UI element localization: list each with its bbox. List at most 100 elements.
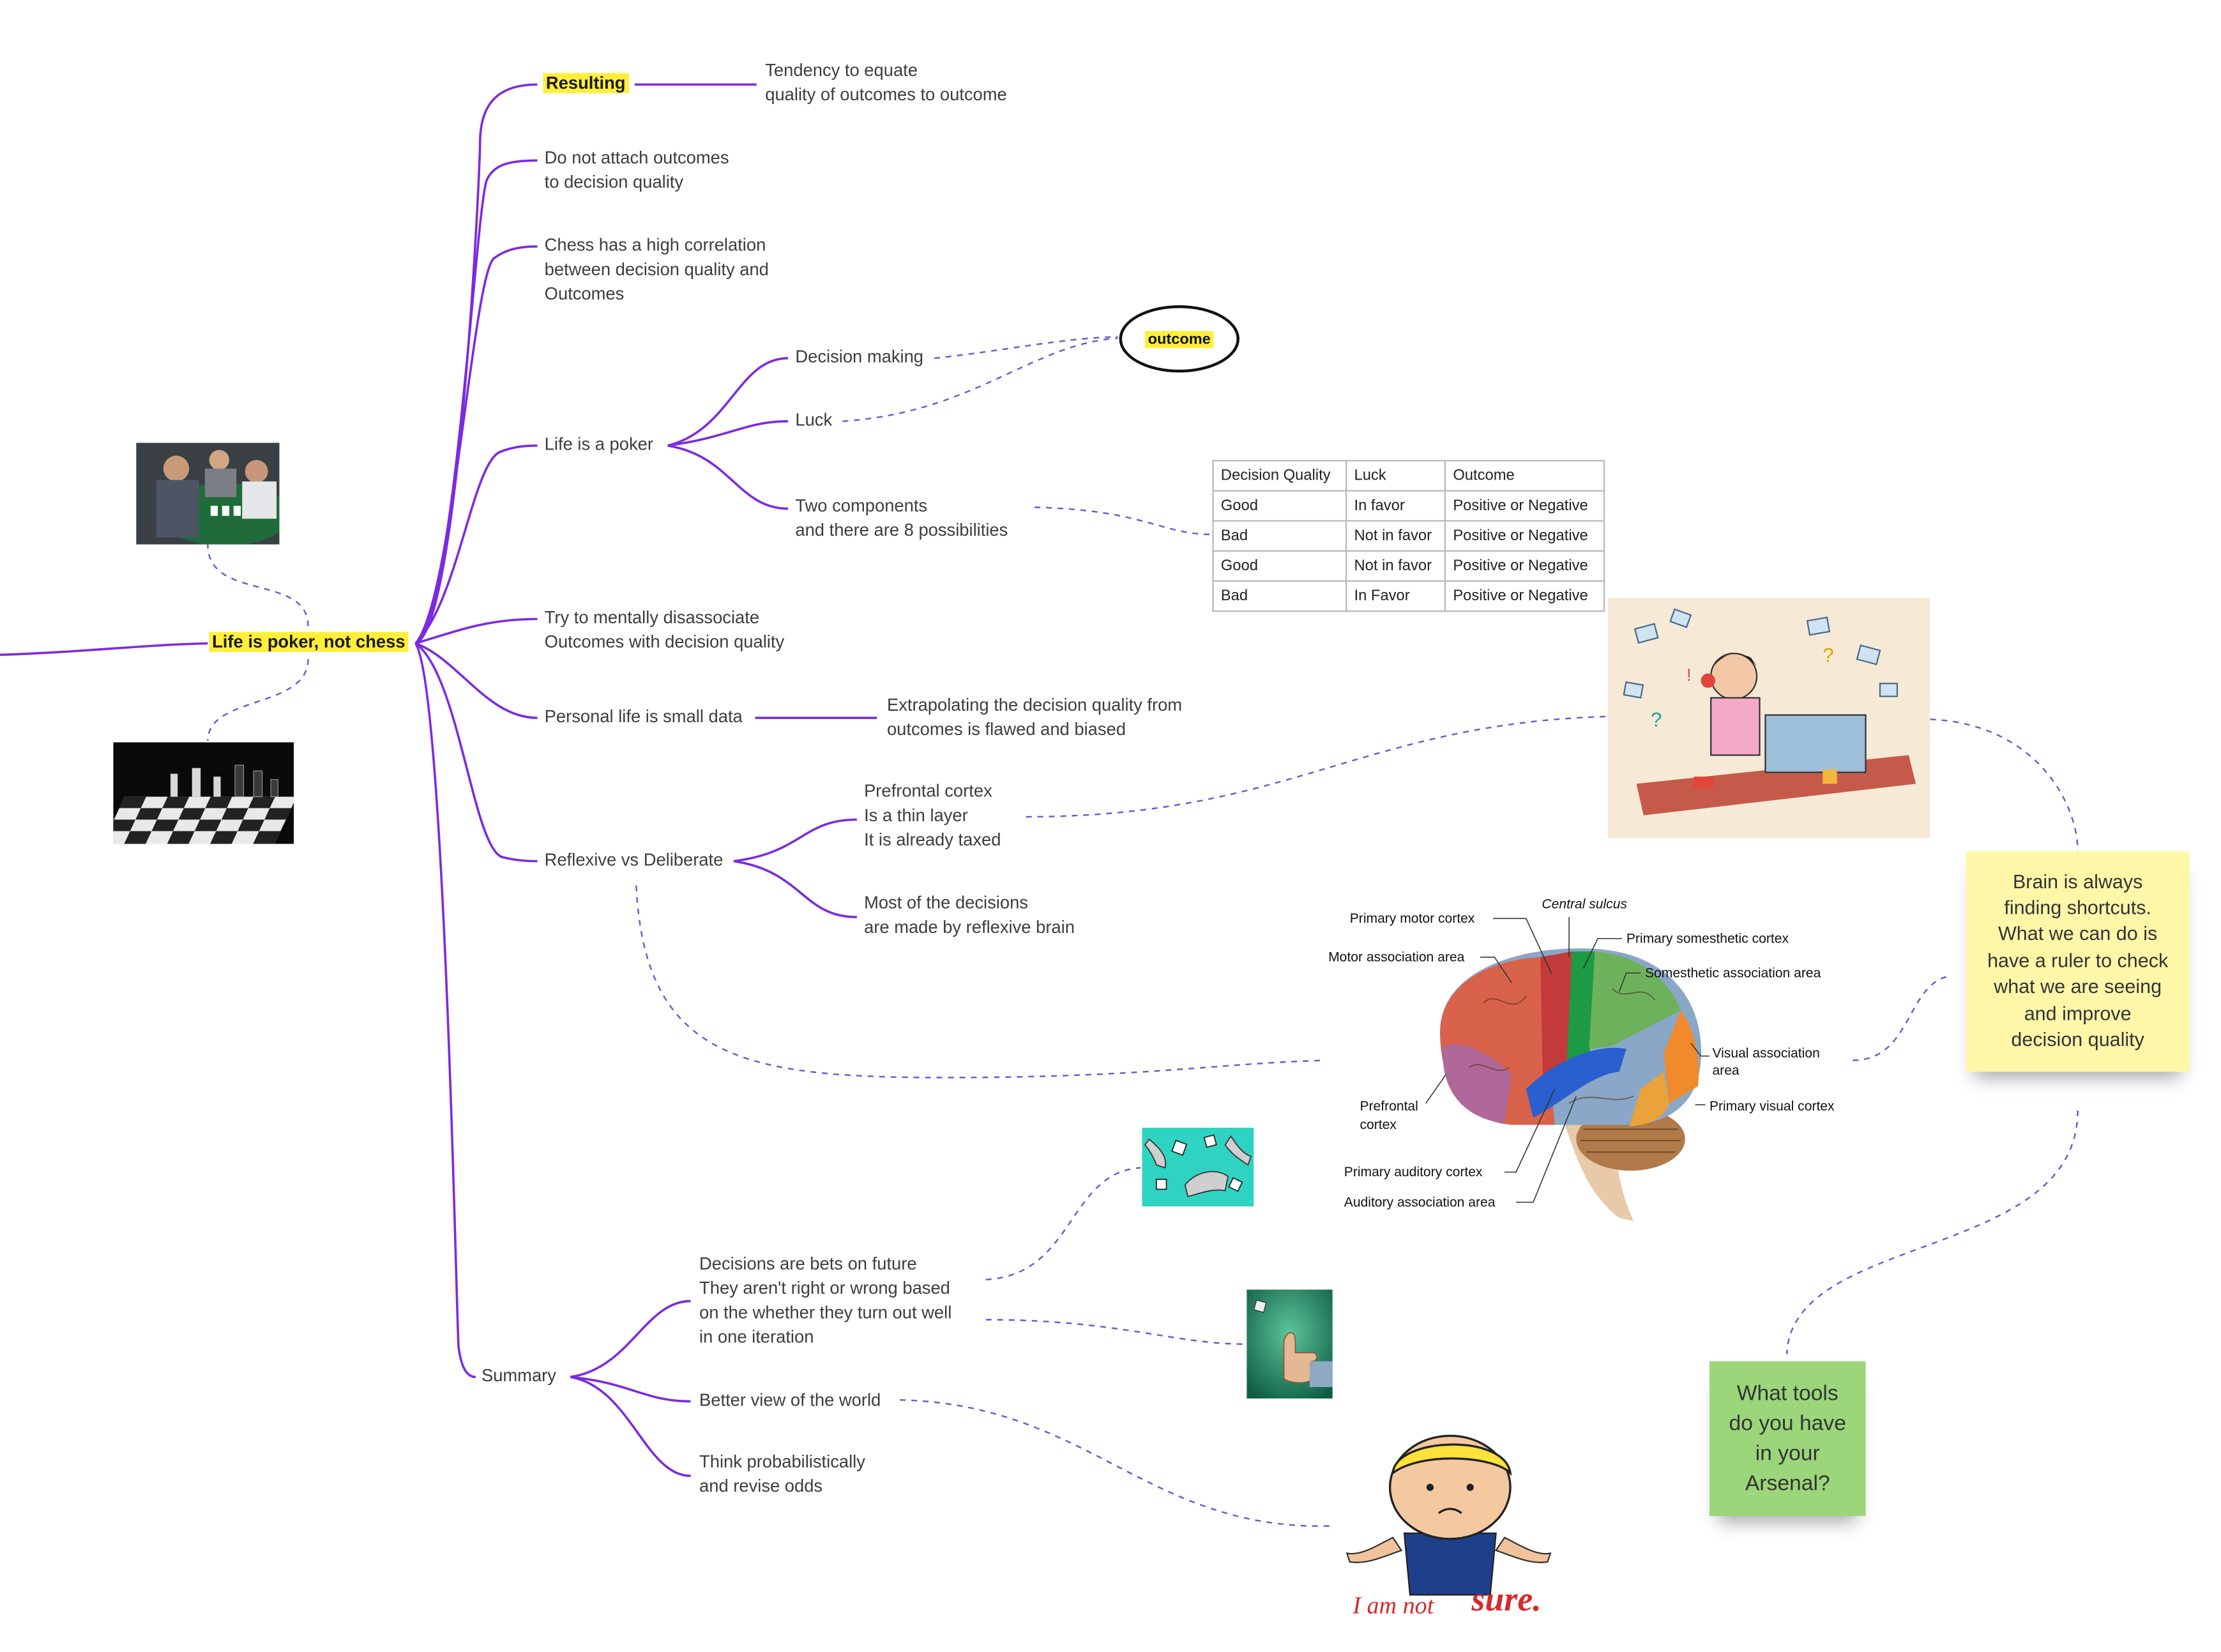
- node-resulting-detail[interactable]: Tendency to equate quality of outcomes t…: [765, 60, 1007, 105]
- busy-office-illustration[interactable]: ? ? !: [1607, 597, 1930, 838]
- leader-primary-motor: [1493, 918, 1552, 975]
- brain-label-somesthetic-assoc: Somesthetic association area: [1645, 966, 1821, 980]
- matrix-cell: Positive or Negative: [1444, 520, 1605, 552]
- brain-diagram[interactable]: Primary motor cortex Motor association a…: [1326, 888, 1856, 1225]
- matrix-cell: Not in favor: [1345, 520, 1446, 552]
- svg-text:?: ?: [1651, 709, 1662, 731]
- matrix-header-cell: Luck: [1345, 460, 1446, 492]
- branch-poker: [414, 444, 538, 644]
- resulting-label: Resulting: [543, 73, 629, 93]
- dash-sticky-green: [1785, 1110, 2079, 1354]
- matrix-cell: In favor: [1345, 490, 1446, 522]
- dash-luck-outcome: [842, 337, 1118, 422]
- poker-to-luck: [667, 420, 789, 447]
- outcome-bubble[interactable]: outcome: [1119, 305, 1239, 373]
- brain-label-visual-assoc-1: Visual association: [1712, 1046, 1819, 1061]
- dash-better-cartoon: [900, 1399, 1330, 1527]
- brain-label-prefrontal-1: Prefrontal: [1360, 1099, 1418, 1114]
- svg-text:?: ?: [1823, 644, 1833, 667]
- brain-label-motor-assoc: Motor association area: [1328, 950, 1465, 965]
- node-small-data[interactable]: Personal life is small data: [544, 706, 743, 727]
- brain-label-prefrontal-2: cortex: [1360, 1118, 1397, 1132]
- sticky-note-tools-text: What tools do you have in your Arsenal?: [1729, 1381, 1846, 1496]
- node-probabilistic[interactable]: Think probabilistically and revise odds: [699, 1451, 865, 1496]
- leader-primary-auditory: [1505, 1089, 1556, 1173]
- node-better-view[interactable]: Better view of the world: [699, 1390, 881, 1410]
- dash-bets-thumb: [985, 1319, 1244, 1345]
- leader-primary-somesthetic: [1582, 937, 1623, 969]
- matrix-cell: Bad: [1212, 520, 1347, 552]
- matrix-cell: Positive or Negative: [1444, 550, 1605, 582]
- branch-resulting: [414, 83, 538, 645]
- branch-disassociate: [415, 618, 538, 645]
- node-reflexive[interactable]: Reflexive vs Deliberate: [544, 849, 724, 870]
- node-summary[interactable]: Summary: [481, 1365, 556, 1386]
- dash-brain-sticky: [1853, 974, 1952, 1061]
- node-chess[interactable]: Chess has a high correlation between dec…: [544, 234, 769, 304]
- chess-board-photo[interactable]: [113, 742, 294, 844]
- matrix-header-cell: Decision Quality: [1212, 460, 1347, 492]
- sticky-note-tools[interactable]: What tools do you have in your Arsenal?: [1709, 1361, 1866, 1517]
- root-label: Life is poker, not chess: [209, 632, 409, 652]
- dashed-links: [207, 336, 2079, 1527]
- unsure-boy-cartoon[interactable]: I am not sure.: [1335, 1430, 1572, 1623]
- reflexive-to-prefrontal: [733, 818, 857, 863]
- matrix-cell: Bad: [1212, 580, 1347, 612]
- node-decision-making[interactable]: Decision making: [795, 347, 924, 367]
- dash-bets-dice: [985, 1167, 1141, 1281]
- brain-label-primary-motor: Primary motor cortex: [1350, 911, 1475, 926]
- dash-office-sticky: [1930, 718, 2079, 851]
- leader-motor-assoc: [1480, 957, 1512, 983]
- outcome-label: outcome: [1145, 330, 1214, 348]
- node-bets[interactable]: Decisions are bets on future They aren't…: [699, 1254, 952, 1347]
- node-resulting[interactable]: Resulting: [543, 72, 629, 96]
- node-two-components[interactable]: Two components and there are 8 possibili…: [795, 496, 1008, 540]
- node-most-decisions[interactable]: Most of the decisions are made by reflex…: [864, 892, 1075, 937]
- node-attach[interactable]: Do not attach outcomes to decision quali…: [544, 148, 729, 192]
- leader-auditory-assoc: [1516, 1096, 1577, 1203]
- matrix-cell: Good: [1212, 550, 1347, 582]
- svg-text:!: !: [1687, 665, 1691, 685]
- reflexive-to-most: [733, 860, 857, 918]
- node-small-data-detail[interactable]: Extrapolating the decision quality from …: [886, 695, 1183, 739]
- thumbs-up-photo[interactable]: [1247, 1289, 1333, 1399]
- dash-root-poker-photo: [207, 544, 309, 626]
- leader-prefrontal: [1425, 1074, 1446, 1104]
- matrix-header-row: Decision Quality Luck Outcome: [1212, 460, 1605, 492]
- poker-table-photo[interactable]: [136, 443, 280, 545]
- brain-label-visual-assoc-2: area: [1712, 1063, 1739, 1078]
- branch-summary: [414, 642, 476, 1379]
- branch-reflexive: [414, 642, 538, 863]
- leader-visual-assoc: [1690, 1043, 1709, 1057]
- sticky-note-brain-shortcuts[interactable]: Brain is always finding shortcuts. What …: [1966, 851, 2190, 1072]
- poker-to-two: [667, 444, 789, 510]
- matrix-cell: Good: [1212, 490, 1347, 522]
- brain-label-primary-auditory: Primary auditory cortex: [1344, 1165, 1483, 1179]
- dash-two-matrix: [1035, 506, 1213, 536]
- node-disassociate[interactable]: Try to mentally disassociate Outcomes wi…: [544, 607, 785, 652]
- cartoon-caption-1: I am not: [1352, 1593, 1434, 1619]
- solid-branches: [0, 83, 877, 1478]
- matrix-cell: Positive or Negative: [1444, 490, 1605, 522]
- dash-root-chess-photo: [207, 659, 309, 741]
- node-prefrontal[interactable]: Prefrontal cortex Is a thin layer It is …: [864, 780, 1001, 850]
- sticky-note-brain-text: Brain is always finding shortcuts. What …: [1987, 870, 2169, 1050]
- matrix-cell: Positive or Negative: [1444, 580, 1605, 612]
- node-poker[interactable]: Life is a poker: [544, 434, 653, 455]
- brain-label-primary-somesthetic: Primary somesthetic cortex: [1626, 931, 1789, 946]
- brain-label-primary-visual: Primary visual cortex: [1709, 1099, 1835, 1114]
- node-luck[interactable]: Luck: [795, 409, 833, 430]
- summary-to-bets: [570, 1300, 691, 1379]
- matrix-cell: Not in favor: [1345, 550, 1446, 582]
- dash-decision-outcome: [934, 336, 1118, 360]
- dice-hands-photo[interactable]: [1142, 1127, 1254, 1207]
- brain-label-auditory-assoc: Auditory association area: [1344, 1195, 1496, 1209]
- root-node[interactable]: Life is poker, not chess: [209, 630, 409, 655]
- cartoon-caption-2: sure.: [1471, 1580, 1541, 1618]
